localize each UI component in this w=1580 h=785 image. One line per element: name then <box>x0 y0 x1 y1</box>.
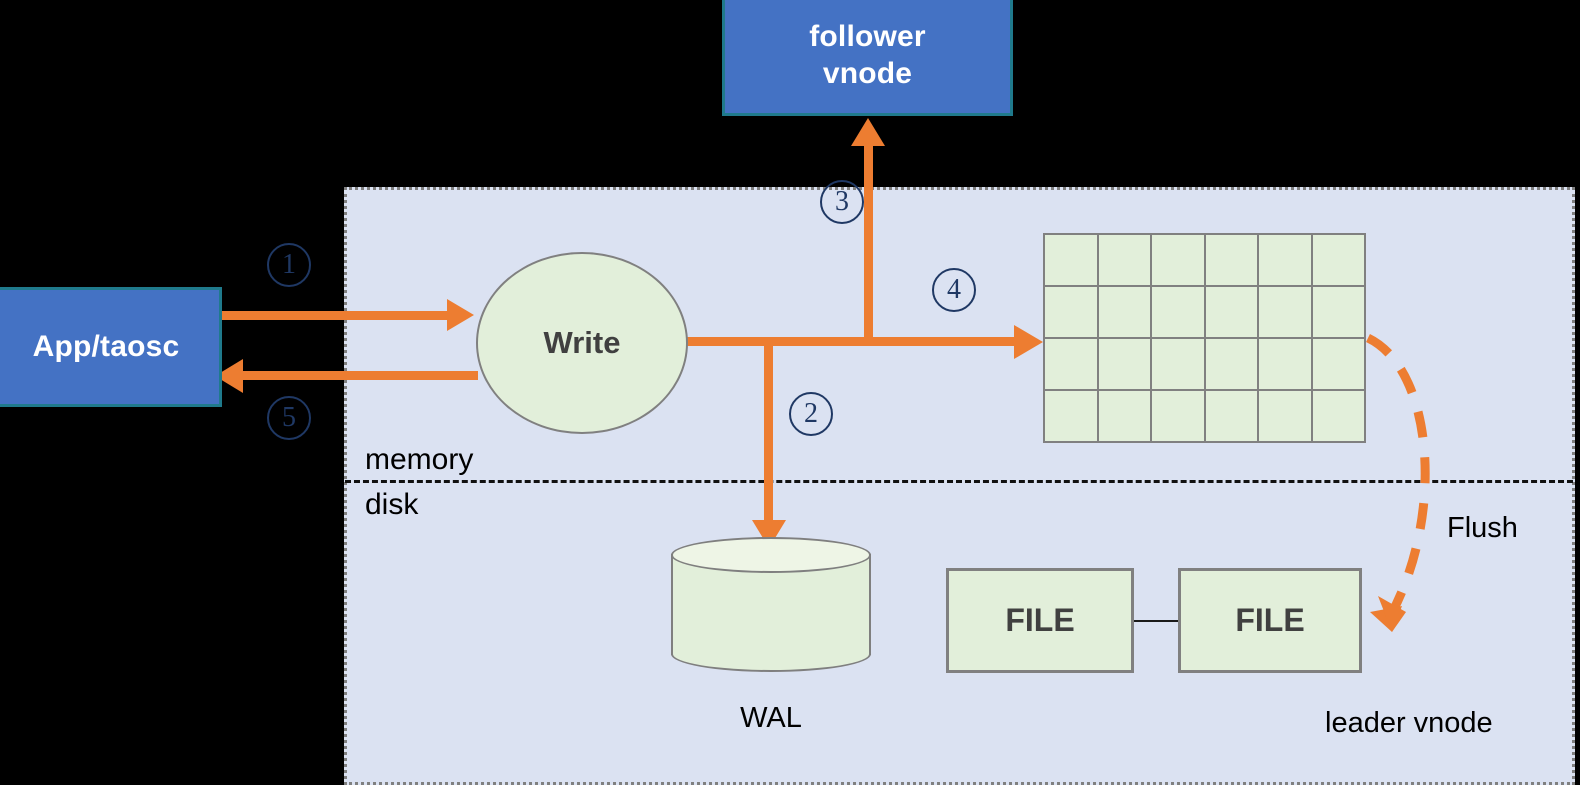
memtable-cell <box>1045 235 1097 285</box>
memtable-cell <box>1259 391 1311 441</box>
write-node-label: Write <box>543 325 621 360</box>
memtable-cell <box>1098 235 1150 285</box>
memtable-cell <box>1152 287 1204 337</box>
follower-vnode-label-line2: vnode <box>822 57 913 90</box>
memtable-cell <box>1259 339 1311 389</box>
memtable-cell <box>1205 235 1257 285</box>
memtable-cell <box>1205 391 1257 441</box>
file-box-2-label: FILE <box>1235 602 1305 638</box>
memtable-cell <box>1045 339 1097 389</box>
arrowhead-into-follower-icon <box>851 118 885 146</box>
memtable-cell <box>1312 339 1364 389</box>
app-taosc-node[interactable]: App/taosc <box>0 287 222 407</box>
leader-vnode-caption: leader vnode <box>1325 707 1493 739</box>
memtable-cell <box>1205 339 1257 389</box>
app-taosc-label: App/taosc <box>32 329 180 363</box>
memtable-cell <box>1098 391 1150 441</box>
step-badge-5: 5 <box>267 396 311 440</box>
follower-vnode-label-line1: follower <box>809 20 926 54</box>
step-badge-3: 3 <box>820 180 864 224</box>
flush-label: Flush <box>1447 512 1518 544</box>
arrowhead-into-memtable-icon <box>1014 325 1043 359</box>
memtable-cell <box>1152 235 1204 285</box>
arrowhead-into-write-icon <box>447 299 474 331</box>
file-link-connector <box>1134 620 1179 622</box>
file-box-1[interactable]: FILE <box>946 568 1134 673</box>
wal-label: WAL <box>740 702 802 734</box>
memtable-cell <box>1205 287 1257 337</box>
file-box-2[interactable]: FILE <box>1178 568 1362 673</box>
edge-write-to-memtable <box>684 337 1032 346</box>
follower-vnode-node[interactable]: follower vnode <box>722 0 1013 116</box>
wal-cylinder-top <box>671 537 871 573</box>
write-node[interactable]: Write <box>476 252 688 434</box>
wal-cylinder[interactable] <box>671 537 871 672</box>
edge-write-to-follower <box>864 135 873 343</box>
memtable-cell <box>1152 339 1204 389</box>
memtable-cell <box>1312 391 1364 441</box>
edge-write-to-app <box>228 371 478 380</box>
memtable-cell <box>1045 391 1097 441</box>
edge-write-to-wal <box>764 341 773 530</box>
memtable-cell <box>1259 235 1311 285</box>
memory-zone-label: memory <box>365 443 474 476</box>
memtable-cell <box>1312 235 1364 285</box>
edge-app-to-write <box>220 311 465 320</box>
step-badge-4: 4 <box>932 268 976 312</box>
memory-disk-divider <box>345 480 1573 483</box>
memtable-cell <box>1098 339 1150 389</box>
file-box-1-label: FILE <box>1005 602 1075 638</box>
memtable-cell <box>1259 287 1311 337</box>
edge-flush-to-file <box>1365 333 1430 632</box>
step-badge-1: 1 <box>267 243 311 287</box>
disk-zone-label: disk <box>365 488 419 521</box>
memtable-grid[interactable] <box>1043 233 1366 443</box>
memtable-cell <box>1098 287 1150 337</box>
memtable-cell <box>1045 287 1097 337</box>
memtable-cell <box>1312 287 1364 337</box>
memtable-cell <box>1152 391 1204 441</box>
step-badge-2: 2 <box>789 392 833 436</box>
